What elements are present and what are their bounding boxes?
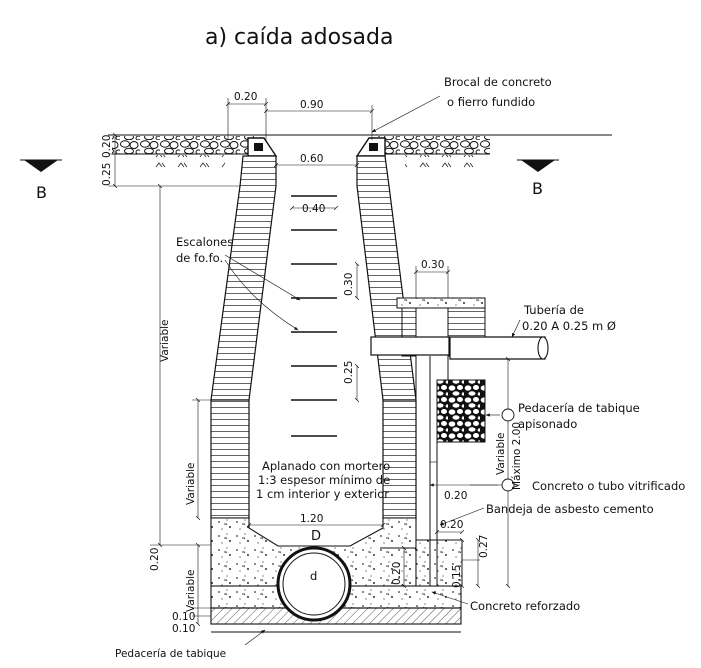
- pedaceria-label: Pedacería de tabique: [518, 401, 640, 415]
- escalones-label-2: de fo.fo.: [176, 251, 223, 265]
- dim-variable-right: Variable: [495, 432, 507, 475]
- dim-step-030: 0.30: [343, 273, 355, 296]
- dimension-lines: [108, 98, 511, 627]
- section-mark-left-label: B: [36, 183, 47, 202]
- dim-r-015: 0.15: [451, 565, 463, 588]
- dim-right-020: 0.20: [444, 490, 467, 502]
- dim-inner-020: 0.20: [440, 519, 463, 531]
- manhole-cone-left: [210, 155, 277, 401]
- pedaceria-label-2: apisonado: [518, 417, 577, 431]
- tuberia-label: Tubería de: [523, 303, 584, 317]
- dim-variable-mid: Variable: [185, 462, 197, 505]
- escalones-steps: [291, 195, 337, 437]
- section-mark-right-label: B: [532, 179, 543, 198]
- dim-120: 1.20: [300, 513, 323, 525]
- leader-arrows: [224, 95, 521, 646]
- pipe-d-section: [276, 546, 352, 622]
- concreto-reforzado-label: Concreto reforzado: [470, 599, 580, 613]
- drop-structure: [370, 297, 549, 586]
- bandeja-label: Bandeja de asbesto cemento: [486, 502, 654, 516]
- tuberia-label-2: 0.20 A 0.25 m Ø: [522, 319, 616, 333]
- diagram-title: a) caída adosada: [205, 25, 393, 50]
- dim-maximo: Máximo 2.00: [511, 422, 523, 490]
- dim-bottom-020: 0.20: [391, 562, 403, 585]
- diameter-d-label: d: [310, 569, 317, 583]
- dim-left-020: 0.20: [101, 135, 113, 158]
- dim-top-060: 0.60: [300, 153, 323, 165]
- dim-base-010a: 0.10: [172, 611, 195, 623]
- dim-variable-low: Variable: [185, 569, 197, 612]
- dim-left-020b: 0.20: [149, 548, 161, 571]
- section-mark-right: B: [517, 159, 559, 198]
- manhole-cone-right: [356, 155, 417, 401]
- dim-drop-030: 0.30: [421, 259, 444, 271]
- dim-left-025: 0.25: [101, 163, 113, 186]
- aplanado-label-3: 1 cm interior y exterior: [256, 487, 389, 501]
- escalones-label: Escalones: [176, 235, 233, 249]
- aplanado-label: Aplanado con mortero: [262, 459, 390, 473]
- dim-r-027: 0.27: [478, 535, 490, 558]
- brocal-label: Brocal de concreto: [444, 75, 552, 89]
- dim-step-040: 0.40: [302, 203, 325, 215]
- aplanado-label-2: 1:3 espesor mínimo de: [258, 473, 390, 487]
- diameter-D-label: D: [311, 529, 321, 544]
- dim-step-025: 0.25: [343, 361, 355, 384]
- dim-top-090: 0.90: [300, 99, 323, 111]
- pedaceria-bottom-label: Pedacería de tabique: [115, 648, 226, 660]
- concreto-tubo-label: Concreto o tubo vitrificado: [532, 479, 685, 493]
- dim-variable-main: Variable: [159, 319, 171, 362]
- brocal-label-2: o fierro fundido: [447, 95, 535, 109]
- dim-top-020: 0.20: [234, 91, 257, 103]
- section-mark-left: B: [20, 159, 62, 202]
- dim-base-010b: 0.10: [172, 623, 195, 635]
- ground-surface: [108, 134, 612, 169]
